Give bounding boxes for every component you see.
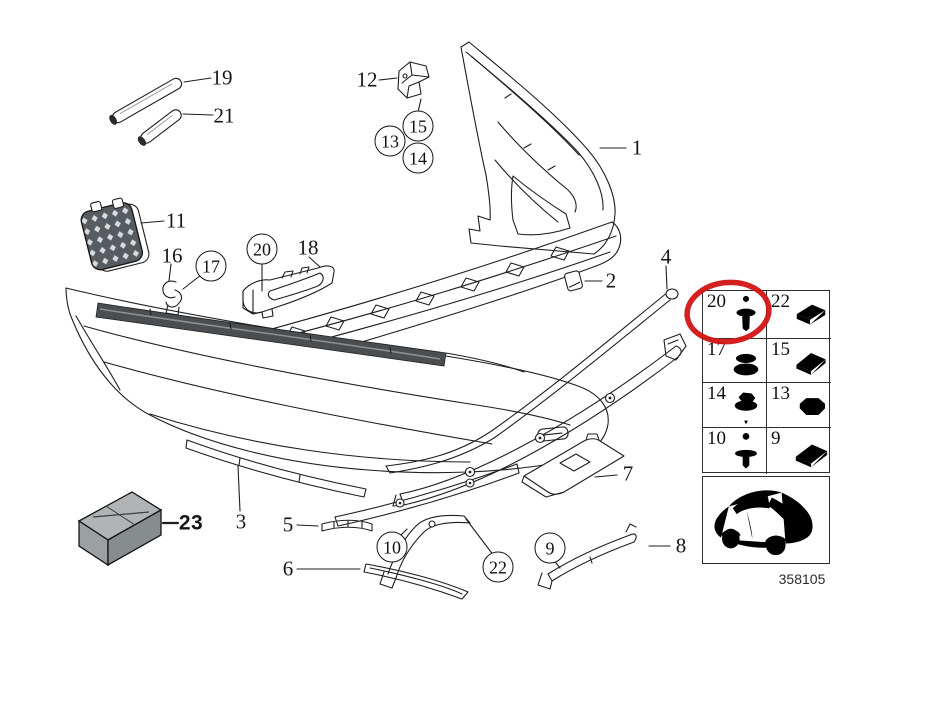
callout-circled-15: 15 [402,110,434,142]
callout-18: 18 [297,235,319,260]
callout-1: 1 [631,135,643,160]
tow-hook-cover-part [564,270,583,292]
legend-number: 10 [707,428,726,449]
callout-16: 16 [161,243,183,268]
callout-8: 8 [675,533,687,558]
rub-strip-part [185,439,367,498]
legend-cell-10: 10 [703,428,767,474]
bracket-18-part [242,265,335,319]
legend-number: 15 [771,339,790,360]
legend-cell-22: 22 [767,291,831,339]
fastener-legend-table: 20 22 17 15 [702,290,831,474]
callout-3: 3 [235,509,247,534]
mounting-plate-part [521,433,625,498]
bumper-shell-part [460,41,616,255]
callout-circled-10: 10 [376,531,408,563]
center-trim-strip-part [334,463,520,527]
speed-clip-icon [796,352,826,375]
lower-trim-strip-part [392,345,682,507]
legend-cell-17: 17 [703,339,767,383]
mesh-grille-part [80,197,150,272]
spring-clip-icon [796,304,826,325]
callout-circled-20: 20 [246,233,278,265]
bumper-face-part [65,287,609,474]
corner-trim-strip-part [385,288,687,474]
dark-molding-strip [95,302,447,367]
callout-21: 21 [213,103,235,128]
callout-12: 12 [356,67,378,92]
callout-circled-14: 14 [402,142,434,174]
callout-6: 6 [282,556,294,581]
callout-circled-9: 9 [534,532,566,564]
callout-19: 19 [211,65,233,90]
flange-nut-icon [733,353,759,376]
trim-piece-5-part [321,519,373,532]
kit-box-part [77,491,163,567]
callout-5: 5 [282,512,294,537]
expansion-rivet-icon [735,433,757,469]
callout-4: 4 [660,244,672,269]
screw-washer-icon [734,392,758,425]
push-rivet-icon [736,295,756,332]
legend-number: 13 [771,383,790,404]
callout-circled-17: 17 [195,250,227,282]
callout-circled-22: 22 [482,551,514,583]
tube-21-part [137,109,182,146]
car-rear-three-quarter-icon [714,490,813,556]
hook-clip-part [162,280,183,316]
trim-piece-6-part [363,563,469,600]
legend-cell-20: 20 [703,291,767,339]
legend-cell-15: 15 [767,339,831,383]
callout-7: 7 [622,461,634,486]
legend-number: 9 [771,428,781,449]
legend-cell-14: 14 [703,383,767,428]
hex-nut-icon [799,398,826,415]
callout-2: 2 [605,268,617,293]
legend-number: 22 [771,291,790,312]
sheet-metal-clip-icon [795,444,828,468]
tube-19-part [109,77,183,125]
legend-cell-13: 13 [767,383,831,428]
callout-11: 11 [165,208,187,233]
callout-23: 23 [178,511,204,535]
beam-slots [286,246,570,341]
callout-circled-13: 13 [374,125,406,157]
legend-number: 14 [707,383,726,404]
vehicle-thumbnail-box [702,476,830,564]
part-number: 358105 [778,571,826,587]
legend-number: 17 [707,339,726,360]
legend-number: 20 [707,291,726,312]
bracket-12-part [397,61,430,99]
legend-cell-9: 9 [767,428,831,474]
